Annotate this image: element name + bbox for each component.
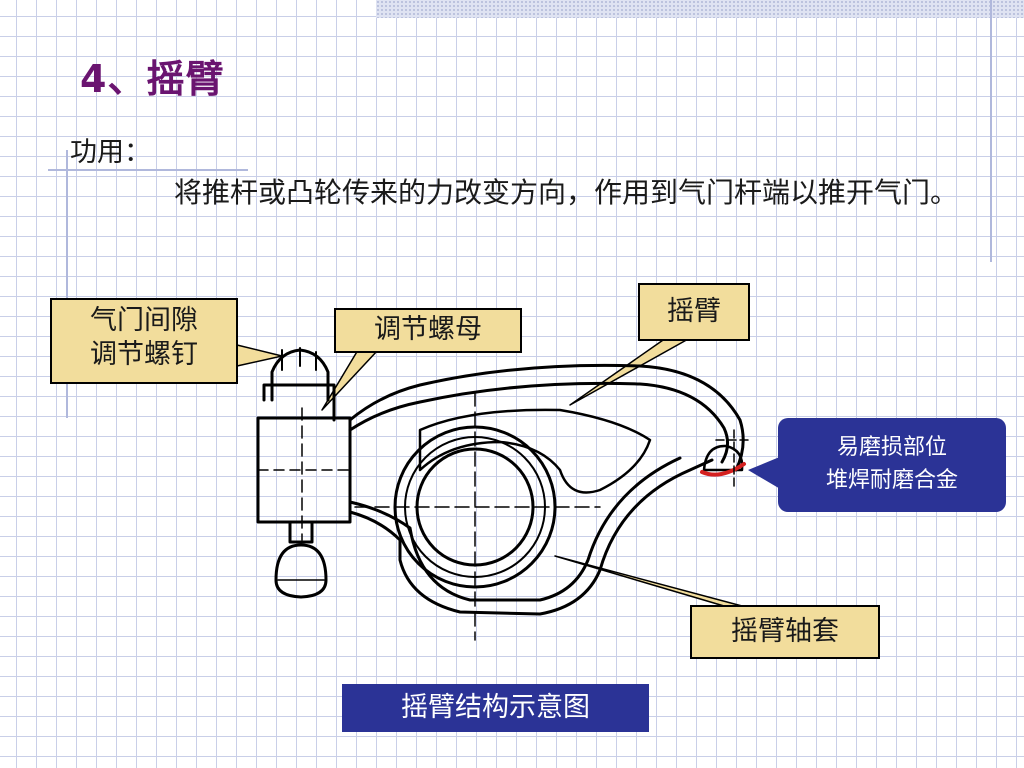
callout-adjust-nut: 调节螺母 <box>334 308 522 353</box>
leader-adjust-nut <box>321 349 379 411</box>
function-label: 功用： <box>70 137 151 168</box>
header-band <box>376 0 1024 18</box>
adjust-screw-ball <box>274 543 328 599</box>
screw-boss <box>256 416 352 524</box>
callout-adjust-screw: 气门间隙 调节螺钉 <box>50 298 238 384</box>
callout-adjust-screw-line2: 调节螺钉 <box>90 339 198 370</box>
leader-shaft-bushing <box>554 555 743 607</box>
callout-wear-area: 易磨损部位 堆焊耐磨合金 <box>778 418 1006 512</box>
vertical-rule-right <box>990 0 992 262</box>
callout-wear-area-line2: 堆焊耐磨合金 <box>825 468 958 493</box>
slide-title: 4、摇臂 <box>80 57 225 101</box>
diagram-caption: 摇臂结构示意图 <box>342 684 649 732</box>
vertical-rule-left <box>66 150 68 418</box>
horizontal-rule <box>48 169 248 171</box>
callout-wear-area-line1: 易磨损部位 <box>836 435 947 460</box>
function-text: 将推杆或凸轮传来的力改变方向，作用到气门杆端以推开气门。 <box>174 176 959 209</box>
leader-wear-area <box>748 456 782 490</box>
callout-shaft-bushing: 摇臂轴套 <box>690 605 880 659</box>
adjust-nut-body <box>262 383 336 422</box>
callout-adjust-screw-line1: 气门间隙 <box>90 305 198 336</box>
wear-highlight <box>700 462 746 477</box>
callout-rocker-arm: 摇臂 <box>638 283 750 341</box>
rocker-arm-body <box>348 363 745 472</box>
arm-web-recess <box>418 408 652 494</box>
adjust-screw-stem <box>288 520 314 544</box>
